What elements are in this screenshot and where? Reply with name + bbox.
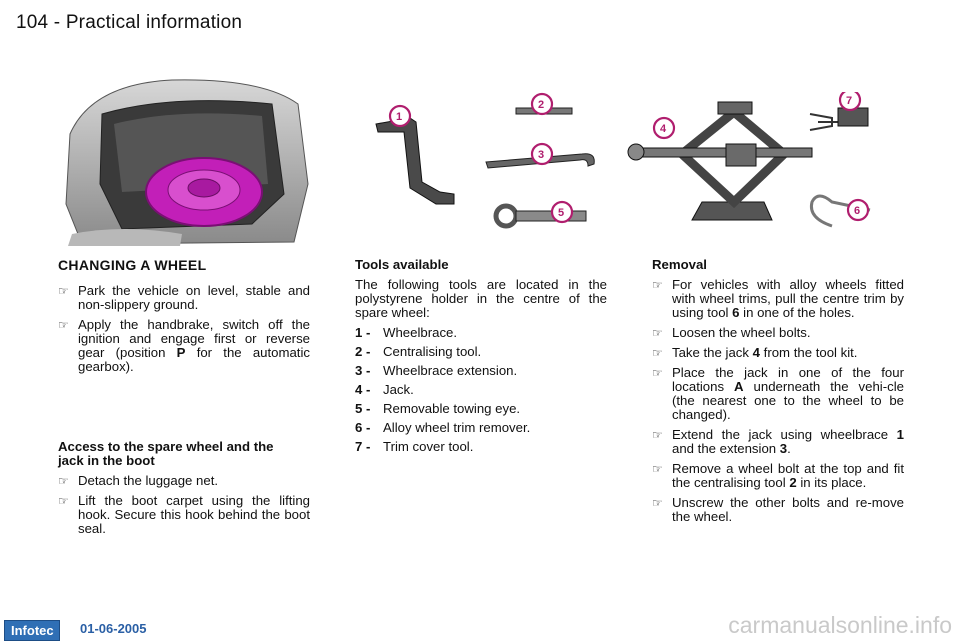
tool-number: 6 -	[355, 420, 371, 435]
tool-number: 4 -	[355, 382, 371, 397]
tools-intro: The following tools are located in the p…	[355, 277, 607, 320]
tool-list-item: 5 - Removable towing eye.	[355, 402, 607, 416]
infotec-badge: Infotec	[4, 620, 60, 641]
pointing-hand-icon: ☞	[652, 278, 663, 292]
bullet-item: ☞ Remove a wheel bolt at the top and fit…	[652, 461, 904, 490]
pointing-hand-icon: ☞	[652, 366, 663, 380]
footer-date: 01-06-2005	[80, 621, 147, 636]
tools-list: 1 - Wheelbrace. 2 - Centralising tool. 3 - Wh…	[355, 326, 607, 454]
tool-list-item: 6 - Alloy wheel trim remover.	[355, 421, 607, 435]
trim-remover-shape	[809, 194, 871, 228]
watermark: carmanualsonline.info	[728, 612, 952, 638]
tool-number: 1 -	[355, 325, 371, 340]
pointing-hand-icon: ☞	[652, 496, 663, 510]
pointing-hand-icon: ☞	[58, 318, 69, 332]
page-title: Practical information	[65, 12, 243, 33]
svg-text:7: 7	[846, 95, 852, 107]
changing-wheel-column: CHANGING A WHEEL ☞ Park the vehicle on l…	[58, 258, 310, 542]
svg-text:2: 2	[538, 99, 544, 111]
label-4: 4	[652, 116, 676, 140]
pointing-hand-icon: ☞	[58, 284, 69, 298]
label-2: 2	[530, 92, 554, 116]
bullet-item: ☞ Lift the boot carpet using the lifting…	[58, 493, 310, 536]
tool-number: 7 -	[355, 439, 371, 454]
bullet-item: ☞ For vehicles with alloy wheels fitted …	[652, 277, 904, 320]
tool-label: Trim cover tool.	[383, 439, 474, 454]
label-6: 6	[846, 198, 870, 222]
tool-list-item: 3 - Wheelbrace extension.	[355, 364, 607, 378]
tool-label: Wheelbrace.	[383, 325, 458, 340]
label-1: 1	[388, 104, 412, 128]
removal-column: Removal ☞ For vehicles with alloy wheels…	[652, 258, 904, 530]
page-number: 104	[16, 12, 49, 33]
tool-list-item: 2 - Centralising tool.	[355, 345, 607, 359]
bullet-item: ☞ Extend the jack using wheelbrace 1 and…	[652, 427, 905, 456]
bullet-item: ☞ Park the vehicle on level, stable and …	[58, 283, 310, 312]
tool-number: 5 -	[355, 401, 371, 416]
pointing-hand-icon: ☞	[652, 346, 663, 360]
bullet-item: ☞ Apply the handbrake, switch off the ig…	[58, 317, 310, 374]
tools-illustration: 1 2 3 5	[375, 92, 595, 229]
svg-text:1: 1	[396, 111, 402, 123]
tool-label: Centralising tool.	[383, 344, 482, 359]
pointing-hand-icon: ☞	[58, 494, 69, 508]
tool-list-item: 1 - Wheelbrace.	[355, 326, 607, 340]
tool-list-item: 4 - Jack.	[355, 383, 607, 397]
tools-column: Tools available The following tools are …	[355, 258, 607, 459]
jack-shape	[691, 201, 773, 221]
label-5: 5	[550, 200, 574, 224]
tools-heading: Tools available	[355, 257, 449, 272]
boot-spare-wheel-illustration	[65, 79, 309, 246]
tool-list-item: 7 - Trim cover tool.	[355, 440, 607, 454]
trim-cover-tool-shape	[809, 113, 838, 131]
pointing-hand-icon: ☞	[652, 428, 663, 442]
jack-illustration: 4 7 6	[627, 92, 871, 228]
svg-text:3: 3	[538, 149, 544, 161]
changing-wheel-heading: CHANGING A WHEEL	[58, 257, 207, 273]
removal-heading: Removal	[652, 257, 707, 272]
tool-label: Alloy wheel trim remover.	[383, 420, 531, 435]
svg-text:6: 6	[854, 205, 860, 217]
wheelbrace-shape	[375, 117, 455, 205]
towing-eye-shape	[493, 203, 519, 229]
tool-number: 2 -	[355, 344, 371, 359]
bullet-item: ☞ Place the jack in one of the four loca…	[652, 365, 904, 422]
header-dash: -	[53, 12, 61, 33]
page-header: 104 - Practical information	[16, 12, 242, 34]
pointing-hand-icon: ☞	[652, 326, 663, 340]
pointing-hand-icon: ☞	[58, 474, 69, 488]
access-heading: Access to the spare wheel and the jack i…	[58, 439, 274, 468]
svg-text:5: 5	[558, 207, 564, 219]
bullet-item: ☞ Take the jack 4 from the tool kit.	[652, 345, 858, 361]
tool-label: Removable towing eye.	[383, 401, 521, 416]
tool-number: 3 -	[355, 363, 371, 378]
label-3: 3	[530, 142, 554, 166]
svg-text:4: 4	[660, 123, 667, 135]
bullet-item: ☞ Detach the luggage net.	[58, 473, 219, 489]
pointing-hand-icon: ☞	[652, 462, 663, 476]
tool-label: Wheelbrace extension.	[383, 363, 518, 378]
tool-label: Jack.	[383, 382, 414, 397]
gear-position-letter: P	[176, 345, 186, 360]
bullet-item: ☞ Unscrew the other bolts and re-move th…	[652, 495, 904, 524]
bullet-item: ☞ Loosen the wheel bolts.	[652, 325, 811, 341]
label-7: 7	[838, 92, 862, 112]
